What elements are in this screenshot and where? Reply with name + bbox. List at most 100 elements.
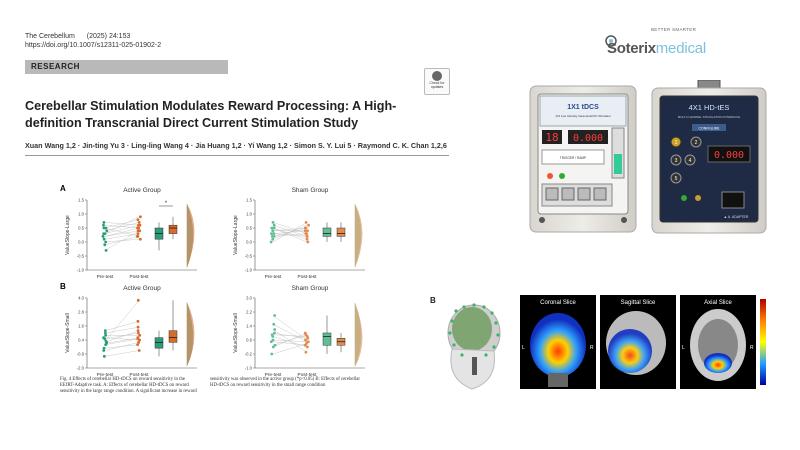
data-point [271,333,274,336]
data-point [137,218,140,221]
data-point [137,229,140,232]
device2-title: 4X1 HD-tES [689,103,730,112]
data-point [138,334,141,337]
title-line-1: Cerebellar Stimulation Modulates Reward … [25,99,396,113]
data-point [272,221,275,224]
device2-screen [722,192,744,208]
journal-header: The Cerebellum (2025) 24:153 https://doi… [25,32,171,50]
y-tick-label: 1.4 [246,324,252,329]
y-tick-label: -0.5 [245,254,253,259]
y-tick-label: -1.0 [245,366,253,371]
y-tick-label: 0.5 [78,226,84,231]
svg-text:4: 4 [689,158,692,164]
pair-line [105,300,139,341]
pair-line [273,222,307,233]
density-curve [187,204,194,267]
device1-button[interactable] [578,188,590,200]
device1-button[interactable] [594,188,606,200]
y-tick-label: 4.0 [78,296,84,301]
pair-line [273,337,307,348]
x-tick-label: Post-test [298,274,318,280]
section-label: RESEARCH [31,62,80,71]
data-point [270,227,273,230]
pair-line [105,217,139,234]
y-tick-label: 1.5 [78,198,84,203]
data-point [272,339,275,342]
data-point [273,332,276,335]
box [323,333,331,345]
y-axis-label: ValueSlope-Large [65,215,71,255]
data-point [270,241,273,244]
pair-line [105,234,139,240]
data-point [136,336,139,339]
density-curve [187,303,194,366]
data-point [103,221,106,224]
data-point [306,229,309,232]
svg-text:3: 3 [675,158,678,164]
colorbar [760,299,766,385]
data-point [103,227,106,230]
y-tick-label: -0.2 [245,352,253,357]
y-axis-label: ValueSlope-Large [233,215,239,255]
data-point [103,238,106,241]
data-point [271,229,274,232]
y-tick-label: -1.0 [245,268,253,273]
figure-caption-left: Fig. 4 Effects of cerebellar HD-tDCS on … [60,377,200,396]
y-tick-label: 0.0 [246,240,252,245]
data-point [274,344,277,347]
led-red [547,173,553,179]
subplot-title: Sham Group [292,187,329,194]
data-point [306,335,309,338]
data-point [137,232,140,235]
device2-footer: ▲ A. ADAPTER [724,215,749,219]
check-icon [432,71,442,81]
y-tick-label: 1.6 [78,324,84,329]
data-point [305,351,308,354]
data-point [137,329,140,332]
logo-tagline: BETTER SMARTER [651,27,696,32]
y-tick-label: 1.0 [246,212,252,217]
device1-title: 1X1 tDCS [567,104,599,111]
y-tick-label: -2.0 [77,366,85,371]
figure-4: A B Active Group-1.0-0.50.00.51.01.5Valu… [55,178,395,403]
y-tick-label: 0.5 [246,226,252,231]
data-point [102,232,105,235]
data-point [105,229,108,232]
author-list: Xuan Wang 1,2 · Jin-ting Yu 3 · Ling-lin… [25,141,447,150]
data-point [138,221,141,224]
doi-link[interactable]: https://doi.org/10.1007/s12311-025-01902… [25,42,161,49]
data-point [137,320,140,323]
svg-text:5: 5 [675,176,678,182]
device1-lcd-right: 0.000 [573,133,603,144]
x-tick-label: Pre-test [265,274,282,280]
data-point [306,346,309,349]
device1-button[interactable] [546,188,558,200]
data-point [272,232,275,235]
device2-tab: CONFIGURE [699,127,721,131]
data-point [139,238,142,241]
data-point [136,235,139,238]
logo-word-medical: medical [656,40,706,57]
pair-line [273,228,307,239]
pair-line [105,345,139,349]
device2-subtitle: MULTI-CHANNEL STIMULATION INTERFACE [678,115,740,119]
pair-line [273,340,307,342]
box [337,228,345,236]
device1-button[interactable] [562,188,574,200]
pair-line [105,327,139,333]
device1-subtitle: 1X1 Low Intensity transcranial DC Stimul… [555,114,611,118]
data-point [304,232,307,235]
box [169,331,177,343]
box [169,225,177,233]
box [155,338,163,349]
data-point [137,299,140,302]
subplot-title: Active Group [123,187,161,194]
y-tick-label: 2.2 [246,310,252,315]
led-green [681,195,687,201]
data-point [270,232,273,235]
panel-a-label: A [60,184,66,193]
check-updates-badge[interactable]: Check for updates [424,68,450,95]
data-point [137,227,140,230]
data-point [306,238,309,241]
data-point [306,241,309,244]
